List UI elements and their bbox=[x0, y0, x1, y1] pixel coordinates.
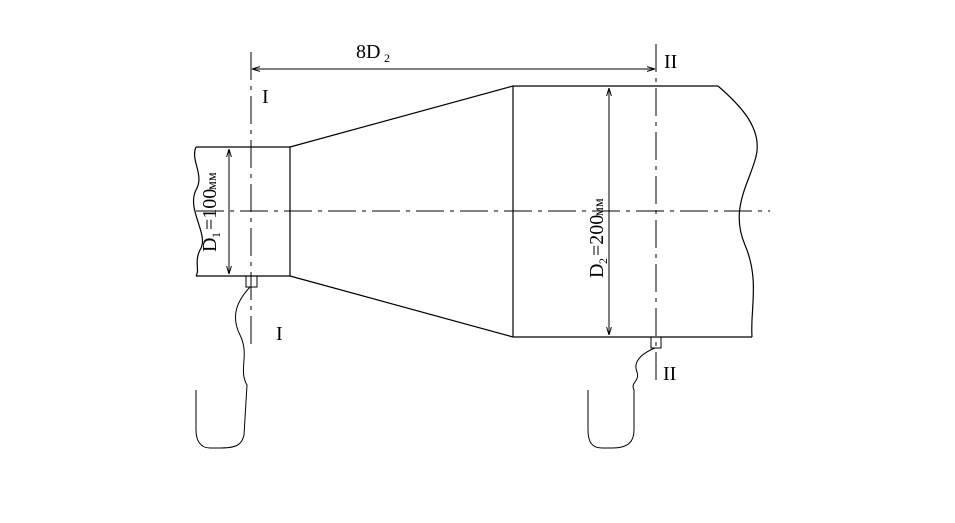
svg-text:мм: мм bbox=[205, 172, 220, 190]
svg-text:D: D bbox=[586, 264, 608, 278]
svg-text:D: D bbox=[199, 238, 221, 252]
svg-text:8D: 8D bbox=[356, 41, 380, 63]
section-2-label-top: II bbox=[664, 51, 677, 73]
pressure-tap-1 bbox=[195, 275, 258, 449]
svg-text:=100: =100 bbox=[199, 189, 221, 230]
svg-text:2: 2 bbox=[596, 258, 610, 264]
svg-text:мм: мм bbox=[592, 198, 607, 216]
section-1-label-bottom: I bbox=[276, 323, 283, 345]
d1-label: D 1 =100 мм bbox=[199, 172, 223, 252]
svg-text:2: 2 bbox=[384, 51, 390, 65]
pressure-tap-2 bbox=[587, 336, 662, 449]
length-label: 8D 2 bbox=[356, 41, 390, 65]
svg-text:1: 1 bbox=[209, 232, 223, 238]
small-pipe-break-line bbox=[193, 146, 203, 277]
svg-text:=200: =200 bbox=[586, 215, 608, 256]
large-pipe bbox=[513, 85, 758, 338]
d2-label: D 2 =200 мм bbox=[586, 198, 610, 278]
large-pipe-break-line bbox=[717, 85, 758, 338]
section-2-label-bottom: II bbox=[663, 363, 676, 385]
section-1-label-top: I bbox=[262, 86, 269, 108]
